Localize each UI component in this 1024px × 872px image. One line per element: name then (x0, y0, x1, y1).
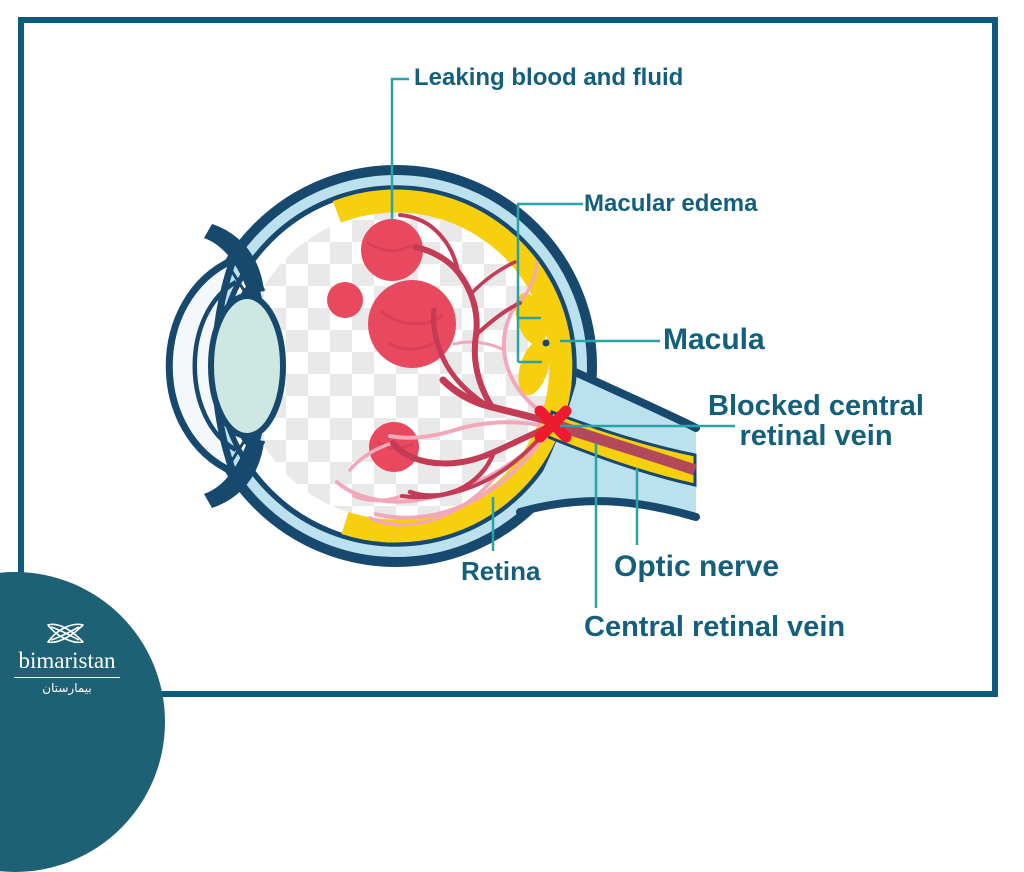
hemorrhage-blob (327, 282, 363, 318)
vitreous-checkerboard (242, 212, 550, 520)
border-frame (18, 17, 998, 697)
logo-name: bimaristan (18, 648, 116, 673)
lens (208, 293, 286, 439)
macular-edema-bulge-lower (518, 340, 550, 396)
label-central-retinal-vein: Central retinal vein (584, 611, 846, 643)
leader-lines (390, 77, 735, 608)
label-blocked-central-retinal-vein: Blocked central retinal vein (694, 390, 938, 452)
retina-yellow-band (332, 189, 573, 543)
retinal-vessels-dark (390, 213, 557, 500)
logo-divider (14, 677, 120, 678)
leader-macular-edema (516, 202, 583, 364)
optic-nerve-top-edge (571, 368, 700, 432)
crossed-leaves-icon (47, 623, 84, 644)
logo-name-arabic: بيمارستان (42, 681, 92, 695)
central-retinal-vein-stripe (554, 419, 697, 476)
optic-nerve-core (544, 409, 697, 487)
anterior-segment (165, 224, 286, 508)
label-macular-edema: Macular edema (584, 190, 758, 217)
label-blocked-line2: retinal vein (739, 419, 893, 452)
label-optic-nerve: Optic nerve (614, 550, 780, 583)
fovea-notch (542, 339, 550, 347)
label-retina: Retina (461, 556, 541, 586)
blockage-x-icon (534, 405, 572, 443)
label-leaking-blood-and-fluid: Leaking blood and fluid (414, 64, 684, 91)
cornea-inner-line (192, 280, 238, 452)
logo: bimaristan بيمارستان (6, 620, 128, 696)
label-macula: Macula (663, 323, 765, 356)
eye-diagram-illustration (165, 77, 735, 608)
label-blocked-line1: Blocked central (708, 390, 924, 422)
optic-nerve-bottom-edge (516, 497, 700, 521)
leader-leaking (390, 77, 409, 220)
